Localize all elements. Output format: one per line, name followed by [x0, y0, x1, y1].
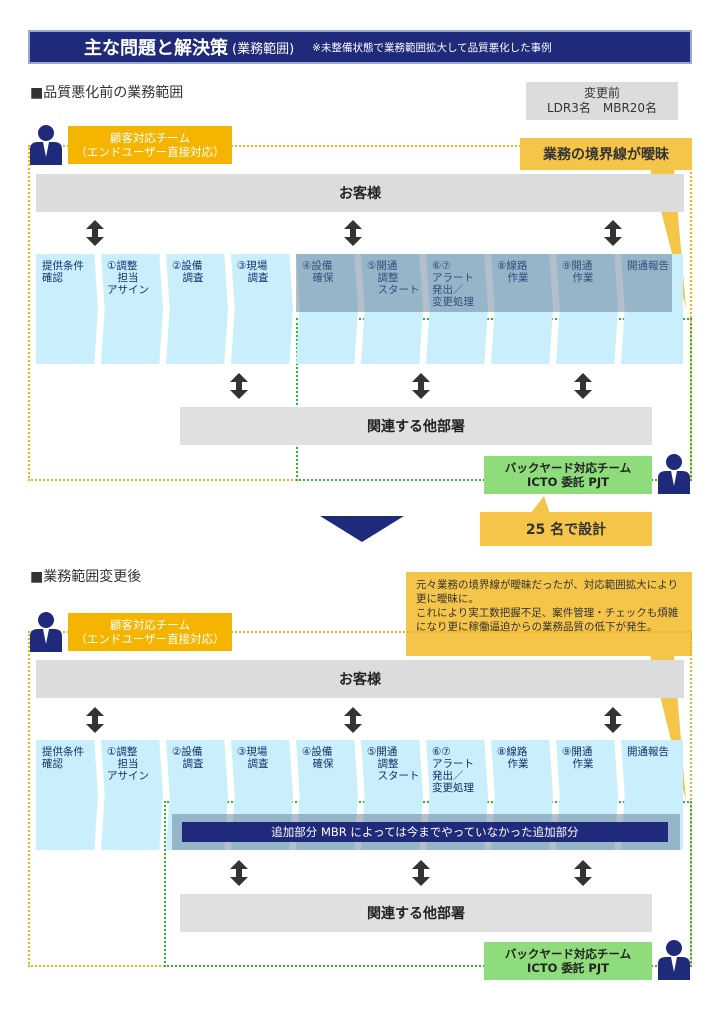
before-step-label: 提供条件 確認	[42, 260, 84, 284]
double-arrow-icon	[230, 860, 248, 886]
double-arrow-icon	[604, 220, 622, 246]
title-main: 主な問題と解決策	[84, 38, 228, 59]
double-arrow-icon	[230, 373, 248, 399]
before-step-label: ⑤開通 調整 スタート	[367, 260, 420, 296]
before-step-column	[36, 254, 98, 364]
after-step-label: ⑧線路 作業	[497, 746, 529, 770]
double-arrow-icon	[574, 373, 592, 399]
after-step-column	[36, 740, 98, 850]
team-customer-line2: （エンドユーザー直接対応）	[75, 145, 225, 159]
staff-box: 変更前 LDR3名 MBR20名	[526, 82, 678, 120]
before-step-column	[101, 254, 163, 364]
before-step-column	[491, 254, 553, 364]
title-sub: (業務範囲)	[232, 41, 295, 57]
after-step-label: ④設備 確保	[302, 746, 334, 770]
section-before-heading: ■品質悪化前の業務範囲	[30, 85, 184, 101]
team-customer-line1: 顧客対応チーム	[109, 131, 191, 145]
person-icon	[30, 125, 62, 165]
callout-expanded: 元々業務の境界線が曖昧だったが、対応範囲拡大により更に曖昧に。 これにより実工数…	[406, 572, 692, 656]
person-icon	[658, 454, 690, 494]
team-backyard-line1: バックヤード対応チーム	[504, 461, 632, 475]
before-step-column	[426, 254, 488, 364]
after-step-label: ②設備 調査	[172, 746, 204, 770]
after-step-label: 提供条件 確認	[42, 746, 84, 770]
before-step-label: ⑥⑦ アラート 発出／ 変更処理	[432, 260, 474, 308]
after-step-label: ⑥⑦ アラート 発出／ 変更処理	[432, 746, 474, 794]
customer-band: お客様	[36, 174, 684, 212]
double-arrow-icon	[86, 220, 104, 246]
staff-box-line1: 変更前	[583, 86, 620, 100]
before-step-label: ②設備 調査	[172, 260, 204, 284]
person-icon	[658, 940, 690, 980]
dept-band-after: 関連する他部署	[180, 894, 652, 932]
before-step-label: ⑧線路 作業	[497, 260, 529, 284]
customer-band-after: お客様	[36, 660, 684, 698]
double-arrow-icon	[344, 707, 362, 733]
team-backyard-label-after: バックヤード対応チーム ICTO 委託 PJT	[484, 942, 652, 980]
design-note-pointer	[530, 496, 550, 514]
after-step-column	[101, 740, 163, 850]
double-arrow-icon	[86, 707, 104, 733]
team-backyard-line2: ICTO 委託 PJT	[527, 475, 609, 489]
after-step-label: ①調整 担当 アサイン	[107, 746, 149, 782]
added-part-bar: 追加部分 MBR によっては今までやっていなかった追加部分	[182, 822, 668, 842]
before-step-label: ①調整 担当 アサイン	[107, 260, 149, 296]
before-step-label: ⑨開通 作業	[562, 260, 594, 284]
backyard-team-scope-after	[164, 801, 692, 967]
title-bar: 主な問題と解決策 (業務範囲) ※未整備状態で業務範囲拡大して品質悪化した事例	[28, 30, 692, 64]
double-arrow-icon	[412, 860, 430, 886]
team-customer-label-after: 顧客対応チーム （エンドユーザー直接対応）	[68, 613, 232, 651]
before-step-label: 開通報告	[627, 260, 669, 272]
before-step-column	[166, 254, 228, 364]
after-step-label: ⑨開通 作業	[562, 746, 594, 770]
team-backyard-label: バックヤード対応チーム ICTO 委託 PJT	[484, 456, 652, 494]
after-step-label: ③現場 調査	[237, 746, 269, 770]
person-icon	[30, 612, 62, 652]
dept-band: 関連する他部署	[180, 407, 652, 445]
after-step-label: 開通報告	[627, 746, 669, 758]
team-customer-line1-after: 顧客対応チーム	[109, 618, 191, 632]
double-arrow-icon	[344, 220, 362, 246]
before-step-column	[231, 254, 293, 364]
section-after-heading: ■業務範囲変更後	[30, 569, 142, 585]
before-step-column	[361, 254, 423, 364]
before-step-label: ③現場 調査	[237, 260, 269, 284]
before-step-label: ④設備 確保	[302, 260, 334, 284]
double-arrow-icon	[412, 373, 430, 399]
ambiguous-zone-overlay	[296, 254, 672, 312]
down-triangle-icon	[320, 516, 404, 542]
design-note: 25 名で設計	[480, 512, 652, 546]
before-step-column	[556, 254, 618, 364]
staff-box-line2: LDR3名 MBR20名	[546, 101, 658, 115]
title-note: ※未整備状態で業務範囲拡大して品質悪化した事例	[312, 41, 552, 54]
before-step-column	[296, 254, 358, 364]
team-customer-label: 顧客対応チーム （エンドユーザー直接対応）	[68, 126, 232, 164]
before-step-column	[621, 254, 683, 364]
team-backyard-line2-after: ICTO 委託 PJT	[527, 961, 609, 975]
after-step-label: ⑤開通 調整 スタート	[367, 746, 420, 782]
double-arrow-icon	[574, 860, 592, 886]
double-arrow-icon	[604, 707, 622, 733]
team-customer-line2-after: （エンドユーザー直接対応）	[75, 632, 225, 646]
team-backyard-line1-after: バックヤード対応チーム	[504, 947, 632, 961]
callout-boundary: 業務の境界線が曖昧	[520, 138, 692, 170]
